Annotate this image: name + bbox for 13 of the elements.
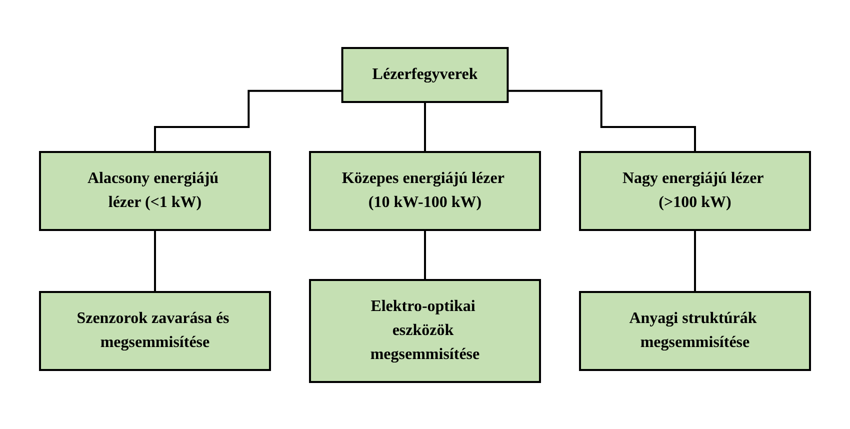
node-box: Anyagi struktúrák megsemmisítése	[579, 290, 811, 370]
connector	[424, 100, 426, 152]
connector	[424, 228, 426, 280]
connector	[508, 89, 696, 152]
connector	[154, 228, 156, 292]
node-box: Közepes energiájú lézer (10 kW-100 kW)	[309, 150, 541, 230]
node-box: Elektro-optikai eszközök megsemmisítése	[309, 278, 541, 382]
connector	[694, 228, 696, 292]
node-box: Alacsony energiájú lézer (<1 kW)	[39, 150, 271, 230]
connector	[154, 89, 342, 152]
node-box: Lézerfegyverek	[341, 46, 509, 102]
node-box: Nagy energiájú lézer (>100 kW)	[579, 150, 811, 230]
node-box: Szenzorok zavarása és megsemmisítése	[39, 290, 271, 370]
